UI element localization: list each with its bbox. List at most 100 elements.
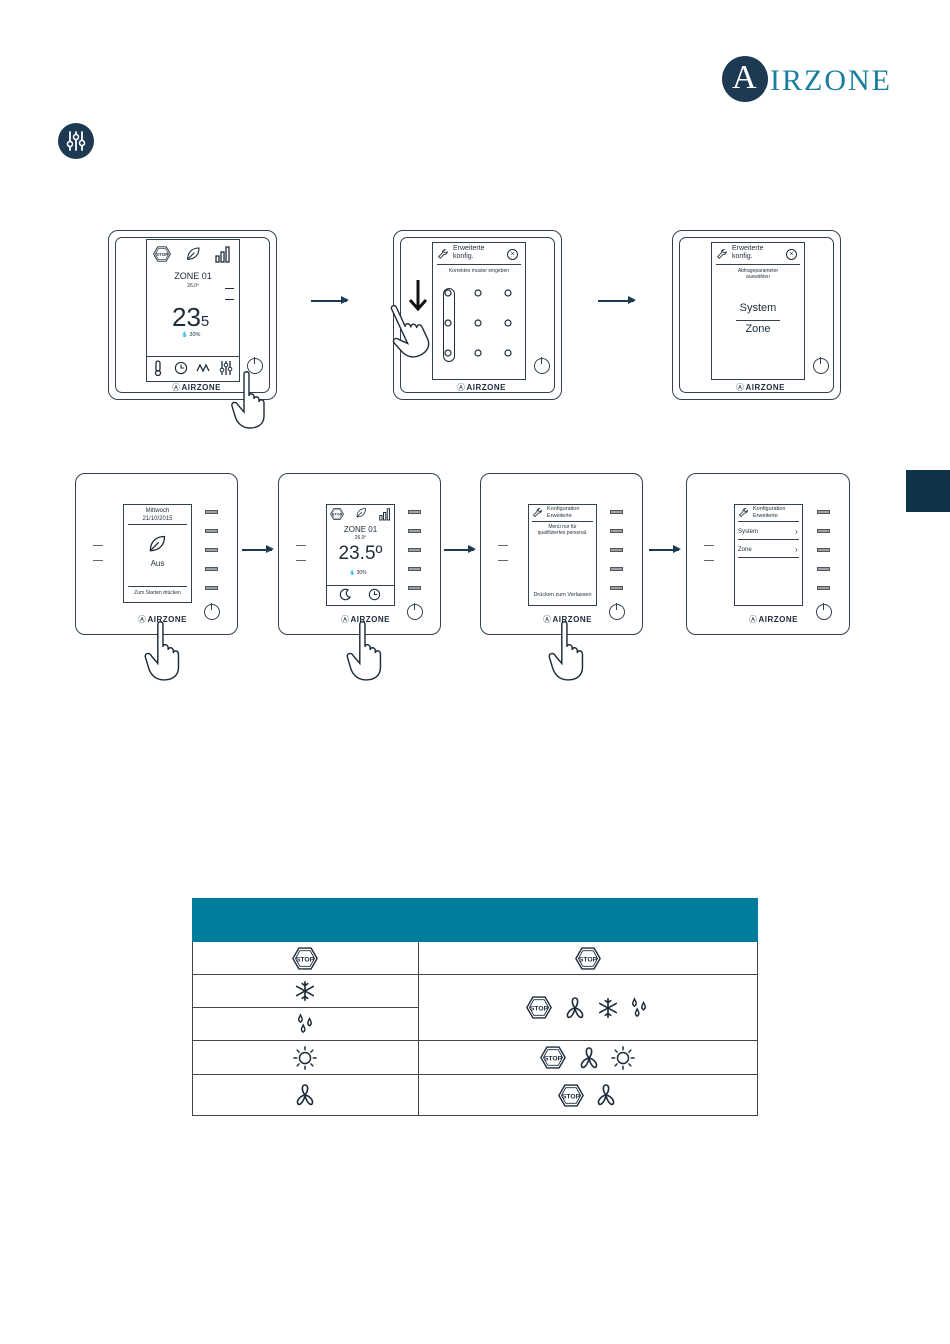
setpoint: 26.0º bbox=[187, 283, 199, 289]
settings-sliders-icon bbox=[58, 123, 94, 159]
exit-hint[interactable]: Drücken zum Verlassen bbox=[533, 592, 592, 598]
stop-icon[interactable]: STOP bbox=[153, 246, 171, 262]
clock-icon[interactable] bbox=[368, 588, 381, 601]
thermostat-advanced-menu: Konfiguration Erweiterte System › Zone ›… bbox=[686, 473, 850, 635]
stop-label: STOP bbox=[561, 1093, 580, 1100]
table-row: STOP bbox=[192, 1074, 759, 1116]
down-arrow-icon bbox=[408, 280, 428, 312]
option-system[interactable]: System bbox=[739, 302, 777, 314]
device-brand: AIRZONE bbox=[736, 382, 785, 393]
prompt-line2: auswählen bbox=[746, 274, 770, 280]
led-indicator bbox=[408, 529, 421, 533]
wrench-icon bbox=[532, 507, 544, 519]
table-row: STOP bbox=[192, 1040, 759, 1075]
zone-name: ZONE 01 bbox=[174, 271, 212, 281]
sensor-grille bbox=[704, 545, 714, 561]
logo-initial: A bbox=[732, 59, 757, 96]
close-icon[interactable]: × bbox=[507, 249, 518, 260]
led-indicator bbox=[408, 586, 421, 590]
power-button[interactable] bbox=[247, 357, 263, 374]
close-icon[interactable]: × bbox=[786, 249, 797, 260]
pointing-hand-icon bbox=[342, 620, 390, 682]
zigzag-icon[interactable] bbox=[196, 361, 212, 375]
wrench-icon bbox=[716, 248, 729, 261]
thermostat-on: STOP ZONE 01 26.0º 23.5º 💧 30% AIRZONE bbox=[278, 473, 441, 635]
title-line1: Erweiterte bbox=[732, 245, 764, 252]
moon-icon[interactable] bbox=[339, 588, 352, 601]
title-line1: Konfiguration bbox=[753, 506, 786, 512]
settings-icon[interactable] bbox=[219, 360, 233, 376]
flow-arrow bbox=[598, 297, 636, 303]
device-brand: AIRZONE bbox=[341, 614, 390, 625]
eco-leaf-icon[interactable] bbox=[185, 246, 201, 262]
chevron-right-icon: › bbox=[795, 545, 798, 554]
power-button[interactable] bbox=[204, 603, 220, 620]
pointing-hand-icon bbox=[226, 370, 274, 430]
header-right bbox=[417, 898, 759, 942]
prompt-line1: Abfrageparameter bbox=[737, 268, 779, 274]
eco-leaf-icon[interactable] bbox=[355, 507, 367, 519]
table-row: STOP STOP bbox=[192, 941, 759, 975]
led-indicator bbox=[205, 529, 218, 533]
clock-icon[interactable] bbox=[174, 361, 188, 375]
device-brand: AIRZONE bbox=[138, 614, 187, 625]
device-screen: STOP ZONE 01 26.0º 235 💧 30% bbox=[146, 239, 240, 382]
pattern-grid[interactable] bbox=[441, 288, 521, 364]
eco-leaf-icon bbox=[147, 534, 167, 554]
cell-left bbox=[192, 1074, 419, 1116]
menu-item-system[interactable]: System bbox=[738, 529, 759, 535]
power-button[interactable] bbox=[534, 357, 550, 374]
logo-wordmark: IRZONE bbox=[770, 64, 892, 97]
stop-icon: STOP bbox=[575, 947, 601, 970]
thermostat-home: STOP ZONE 01 26.0º 235 💧 30% AIRZONE bbox=[108, 230, 277, 400]
fan-icon bbox=[293, 1084, 317, 1106]
flow-arrow bbox=[649, 546, 681, 552]
drops-icon bbox=[295, 1013, 315, 1035]
option-zone[interactable]: Zone bbox=[745, 323, 771, 335]
stop-label: STOP bbox=[579, 956, 598, 963]
stop-icon: STOP bbox=[526, 996, 552, 1019]
stop-label: STOP bbox=[544, 1055, 563, 1062]
stop-label: STOP bbox=[156, 252, 169, 257]
device-screen: Konfiguration Erweiterte Menü nur für qu… bbox=[528, 504, 597, 606]
pointing-hand-icon bbox=[544, 620, 592, 682]
power-button[interactable] bbox=[813, 357, 829, 374]
pattern-path bbox=[443, 288, 455, 362]
cell-left bbox=[192, 1007, 419, 1041]
led-indicator bbox=[205, 586, 218, 590]
logo-mark: A bbox=[722, 56, 768, 102]
airzone-logo: A IRZONE bbox=[722, 56, 892, 106]
menu-icon[interactable] bbox=[225, 288, 234, 300]
led-indicator bbox=[817, 586, 830, 590]
flow-arrow bbox=[444, 546, 476, 552]
flow-arrow bbox=[311, 297, 349, 303]
power-button[interactable] bbox=[816, 603, 832, 620]
thermostat-select-param: Erweiterte konfig. × Abfrageparameter au… bbox=[672, 230, 841, 400]
weekday: Mittwoch bbox=[145, 508, 170, 514]
led-indicator bbox=[205, 548, 218, 552]
menu-item-zone[interactable]: Zone bbox=[738, 547, 752, 553]
title-line2: konfig. bbox=[453, 253, 474, 260]
led-indicator bbox=[408, 548, 421, 552]
sensor-grille bbox=[296, 545, 306, 561]
power-button[interactable] bbox=[609, 603, 625, 620]
stop-label: STOP bbox=[296, 956, 315, 963]
device-brand: AIRZONE bbox=[543, 614, 592, 625]
thermostat-pattern: Erweiterte konfig. × Korrektes muster ei… bbox=[393, 230, 562, 400]
cell-right: STOP bbox=[417, 1074, 759, 1116]
date: 21/10/2015 bbox=[142, 516, 173, 522]
table-header bbox=[192, 898, 759, 942]
cell-right: STOP bbox=[417, 974, 759, 1041]
power-button[interactable] bbox=[407, 603, 423, 620]
humidity: 💧 30% bbox=[349, 570, 367, 576]
chevron-right-icon: › bbox=[795, 527, 798, 536]
start-hint[interactable]: Zum Starten drücken bbox=[134, 590, 181, 596]
led-indicator bbox=[408, 567, 421, 571]
zone-name: ZONE 01 bbox=[343, 525, 378, 534]
led-indicator bbox=[817, 510, 830, 514]
title-line2: Erweiterte bbox=[753, 513, 778, 519]
thermo-icon[interactable] bbox=[152, 360, 166, 376]
led-indicator bbox=[610, 567, 623, 571]
wrench-icon bbox=[437, 248, 450, 261]
stop-icon[interactable]: STOP bbox=[330, 508, 344, 520]
